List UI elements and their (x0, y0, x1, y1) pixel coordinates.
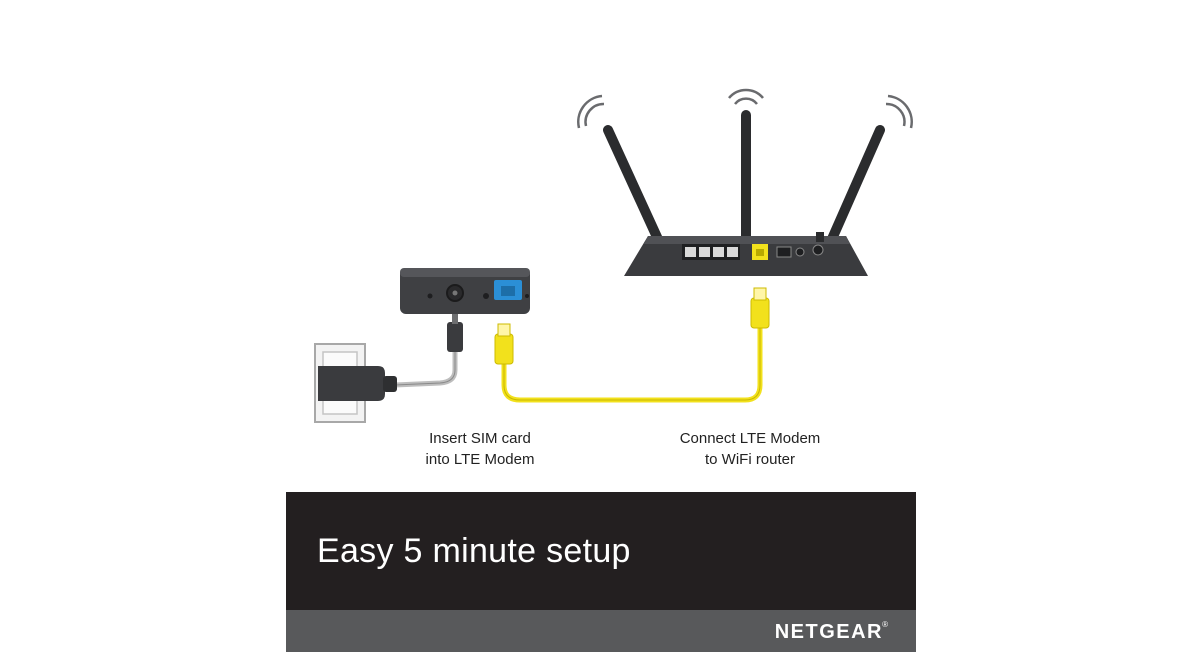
step-connect-line-2: to WiFi router (704, 451, 795, 468)
step-connect-caption: Connect LTE Modem to WiFi router (650, 428, 850, 470)
power-cable (392, 345, 458, 388)
ethernet-connector-router (750, 287, 770, 329)
step-sim-line-1: Insert SIM card (429, 430, 531, 447)
banner-title: Easy 5 minute setup (317, 532, 631, 570)
brand-footer: NETGEAR ® (286, 610, 916, 652)
ethernet-cable (501, 319, 763, 403)
power-adapter (318, 366, 397, 401)
lte-modem (400, 268, 530, 314)
ethernet-connector-modem (494, 323, 514, 365)
step-connect-line-1: Connect LTE Modem (679, 430, 821, 447)
netgear-logo: NETGEAR (774, 621, 883, 643)
power-plug (447, 312, 463, 352)
wifi-router (624, 232, 868, 276)
registered-mark: ® (882, 620, 888, 629)
router-antennas (603, 110, 885, 253)
wifi-signal-icons (577, 88, 913, 129)
title-banner: Easy 5 minute setup (286, 492, 916, 610)
step-sim-caption: Insert SIM card into LTE Modem (400, 428, 560, 470)
setup-diagram (314, 88, 913, 423)
step-sim-line-2: into LTE Modem (425, 451, 535, 468)
